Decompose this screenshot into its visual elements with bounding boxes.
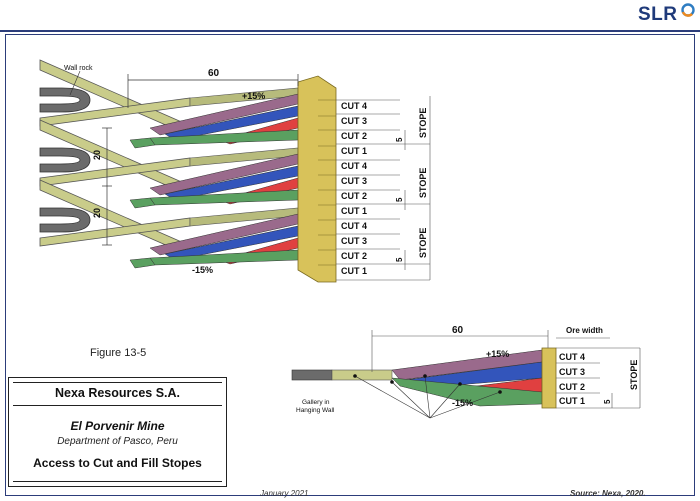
cut-dividers: [336, 96, 431, 281]
spacing-label-1: 20: [92, 150, 102, 160]
figure-number: Figure 13-5: [90, 347, 147, 359]
grade-up-top: +15%: [242, 91, 265, 101]
cut-height-label: 5: [395, 257, 404, 262]
section-view: [291, 330, 641, 419]
figure-title: Access to Cut and Fill Stopes: [33, 456, 202, 470]
stope-level-top: [39, 59, 299, 149]
cut-label: CUT 3: [341, 176, 367, 186]
cut-label: CUT 4: [341, 161, 367, 171]
footer-date: January 2021: [260, 489, 309, 498]
dimension-60-top: [127, 74, 299, 108]
stope-label: STOPE: [418, 168, 428, 198]
cut-label: CUT 3: [341, 116, 367, 126]
cut-height-label-bottom: 5: [603, 399, 612, 404]
title-block-rule: [13, 405, 222, 406]
title-block-rule: [13, 382, 222, 383]
stope-label: STOPE: [418, 108, 428, 138]
cut-label: CUT 2: [341, 131, 367, 141]
figure-frame: [5, 34, 695, 496]
slr-logo-icon: [681, 3, 695, 17]
length-label-top: 60: [208, 68, 220, 79]
header-rule: [0, 30, 700, 32]
footer-source: Source: Nexa, 2020.: [570, 489, 646, 498]
cut-label-bottom: CUT 4: [559, 352, 585, 362]
cut-label-bottom: CUT 2: [559, 382, 585, 392]
stope-label: STOPE: [418, 228, 428, 258]
grade-up-bottom: +15%: [486, 349, 509, 359]
grade-down-bottom: -15%: [452, 398, 473, 408]
cut-label: CUT 2: [341, 251, 367, 261]
company-name: Nexa Resources S.A.: [54, 386, 181, 400]
spacing-label-2: 20: [92, 208, 102, 218]
mine-location: Department of Pasco, Peru: [57, 436, 178, 447]
gallery-label-1: Gallery in: [302, 399, 330, 406]
cut-label-bottom: CUT 3: [559, 367, 585, 377]
wall-rock-label: Wall rock: [64, 65, 93, 72]
cut-label: CUT 4: [341, 221, 367, 231]
stope-label-bottom: STOPE: [629, 360, 639, 390]
cut-label-bottom: CUT 1: [559, 396, 585, 406]
cut-label: CUT 1: [341, 266, 367, 276]
grade-down-top: -15%: [192, 265, 213, 275]
wall-rock-leader: [69, 70, 81, 96]
ore-body-cut-lines: [318, 99, 336, 266]
title-block-rule: [13, 481, 222, 482]
title-block: Nexa Resources S.A. El Porvenir Mine Dep…: [8, 377, 227, 487]
cut-label: CUT 4: [341, 101, 367, 111]
cut-label: CUT 2: [341, 191, 367, 201]
cut-height-label: 5: [395, 137, 404, 142]
cut-height-label: 5: [395, 197, 404, 202]
length-label-bottom: 60: [452, 325, 464, 336]
cut-label: CUT 1: [341, 206, 367, 216]
mine-name: El Porvenir Mine: [70, 419, 165, 433]
cut-label: CUT 1: [341, 146, 367, 156]
cut-label: CUT 3: [341, 236, 367, 246]
slr-logo: SLR: [638, 4, 678, 25]
ore-width-label: Ore width: [566, 326, 603, 335]
gallery-label-2: Hanging Wall: [296, 407, 335, 414]
dimension-spacing: [102, 127, 112, 246]
ore-body-top: [297, 75, 337, 283]
